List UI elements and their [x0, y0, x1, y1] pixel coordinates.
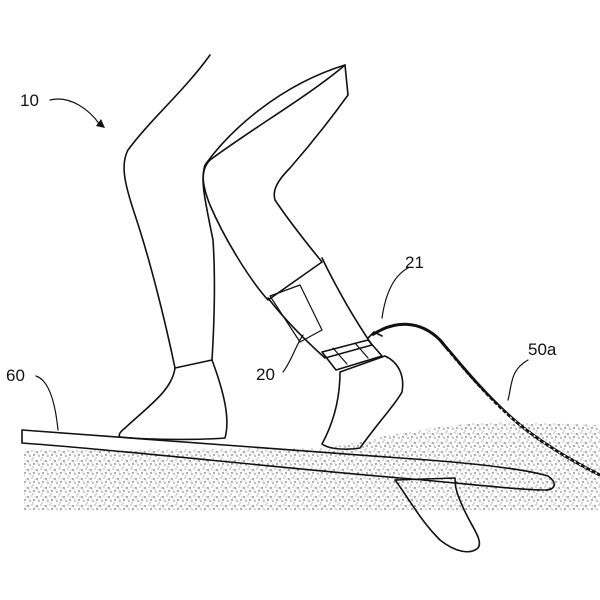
- surfboard: [21, 429, 555, 491]
- ankle-strap: [321, 339, 383, 371]
- label-60: 60: [6, 366, 25, 385]
- leader-60: [35, 375, 59, 431]
- back-leg: [202, 64, 349, 301]
- front-foot: [118, 359, 228, 441]
- shin-sleeve: [269, 284, 323, 343]
- front-leg: [123, 54, 346, 369]
- label-21: 21: [405, 253, 424, 272]
- leader-21: [381, 267, 409, 319]
- leash-cord-dots: [447, 351, 600, 476]
- leader-10: [49, 98, 101, 126]
- arrow-10: [96, 119, 105, 128]
- leash-cord: [371, 322, 600, 477]
- label-20: 20: [256, 365, 275, 384]
- leader-20: [282, 334, 304, 373]
- label-50a: 50a: [528, 340, 557, 359]
- strap-buckle: [332, 347, 348, 365]
- back-foot: [321, 355, 404, 450]
- board-fin: [394, 477, 481, 553]
- label-10: 10: [20, 91, 39, 110]
- strap-seam: [354, 342, 369, 359]
- leader-50a: [507, 359, 529, 401]
- leash-connector: [367, 331, 383, 339]
- water-surface: [24, 422, 600, 510]
